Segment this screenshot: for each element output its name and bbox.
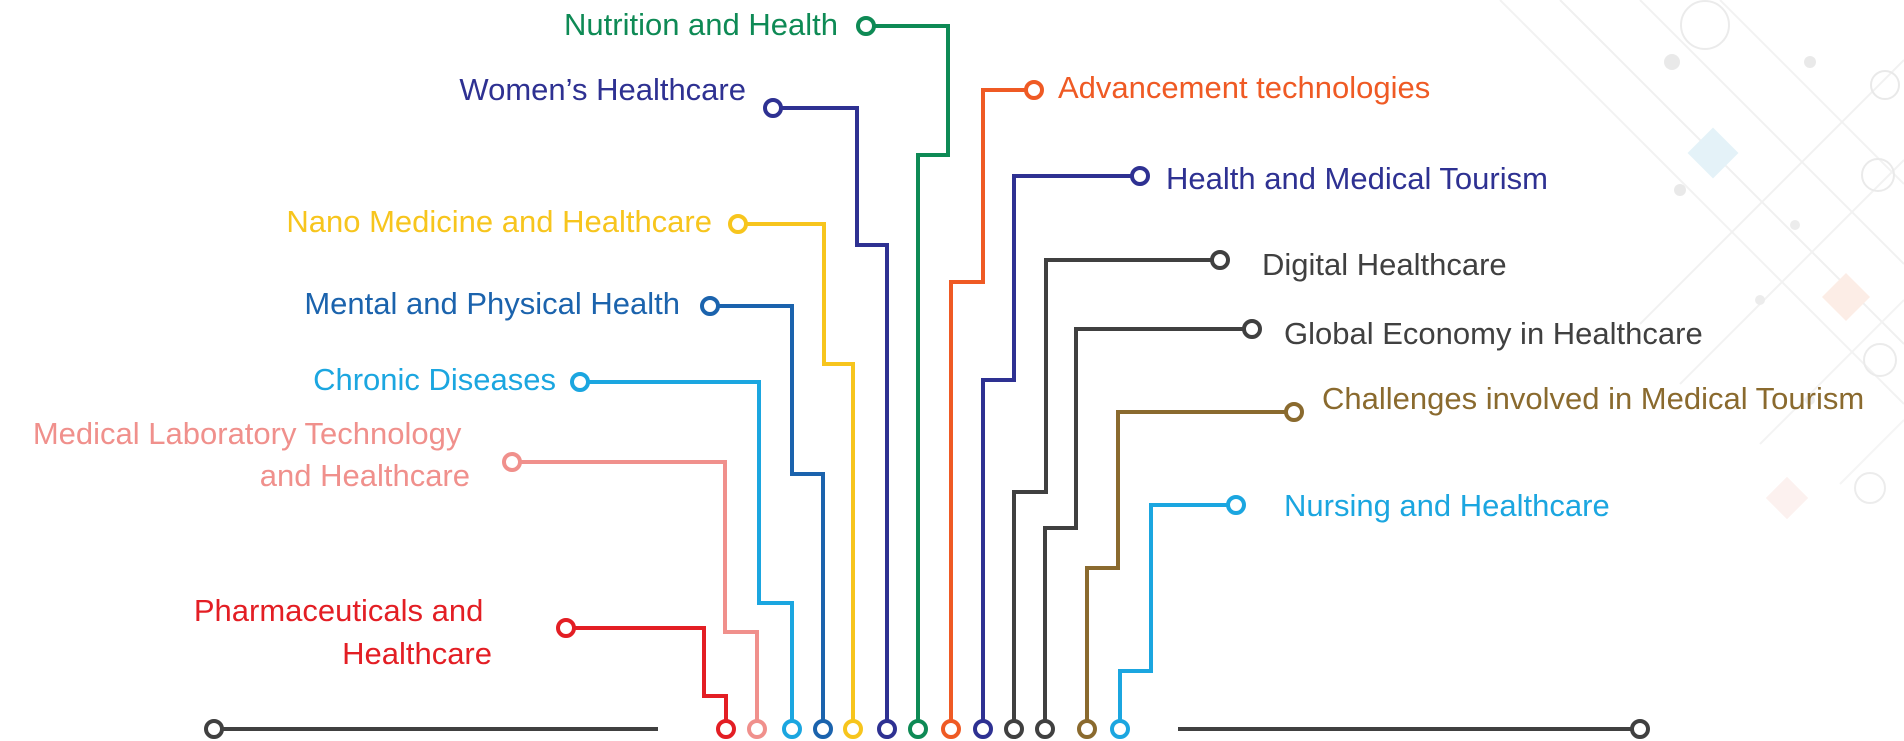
label-economy: Global Economy in Healthcare xyxy=(1284,316,1703,351)
label-nursing: Nursing and Healthcare xyxy=(1284,488,1610,523)
circuit-background-pattern xyxy=(1499,0,1904,520)
wire-chronic xyxy=(580,380,794,726)
node-pharma-top xyxy=(556,618,576,638)
wire-pharma xyxy=(566,626,728,726)
wire-challenges xyxy=(1085,410,1294,726)
node-economy-top xyxy=(1242,319,1262,339)
node-tourism-top xyxy=(1130,166,1150,186)
label-medlab-line-2: and Healthcare xyxy=(260,458,470,493)
wire-nano xyxy=(738,222,855,726)
label-nano: Nano Medicine and Healthcare xyxy=(286,204,712,239)
label-challenges: Challenges involved in Medical Tourism xyxy=(1322,381,1864,416)
wire-mental xyxy=(710,304,825,726)
node-challenges-top xyxy=(1284,402,1304,422)
label-digital: Digital Healthcare xyxy=(1262,247,1507,282)
node-nano-bottom xyxy=(843,719,863,739)
label-pharma: Pharmaceuticals and Healthcare xyxy=(194,593,492,671)
label-mental: Mental and Physical Health xyxy=(304,286,680,321)
wire-women xyxy=(773,106,889,726)
node-mental-top xyxy=(700,296,720,316)
label-nutrition: Nutrition and Health xyxy=(564,7,838,42)
wire-digital xyxy=(1012,258,1220,726)
node-pharma-bottom xyxy=(716,719,736,739)
endpoint-nodes xyxy=(502,16,1304,739)
wire-economy xyxy=(1043,327,1252,726)
node-nutrition-top xyxy=(856,16,876,36)
node-chronic-top xyxy=(570,372,590,392)
node-digital-top xyxy=(1210,250,1230,270)
base-right-node xyxy=(1630,719,1650,739)
node-mental-bottom xyxy=(813,719,833,739)
node-nutrition-bottom xyxy=(908,719,928,739)
node-advancement-top xyxy=(1024,80,1044,100)
wire-advancement xyxy=(949,88,1034,726)
base-line-right xyxy=(1178,719,1650,739)
wire-tourism xyxy=(981,174,1140,726)
node-nano-top xyxy=(728,214,748,234)
node-chronic-bottom xyxy=(782,719,802,739)
node-nursing-top xyxy=(1226,495,1246,515)
label-women: Women’s Healthcare xyxy=(459,72,746,107)
connector-wires xyxy=(512,24,1294,726)
node-advancement-bottom xyxy=(941,719,961,739)
node-nursing-bottom xyxy=(1110,719,1130,739)
node-digital-bottom xyxy=(1004,719,1024,739)
label-tourism: Health and Medical Tourism xyxy=(1166,161,1548,196)
label-pharma-line-1: Pharmaceuticals and xyxy=(194,593,484,628)
wire-nursing xyxy=(1118,503,1236,726)
base-left-node xyxy=(204,719,224,739)
node-tourism-bottom xyxy=(973,719,993,739)
label-medlab-line-1: Medical Laboratory Technology xyxy=(33,416,462,451)
node-medlab-bottom xyxy=(747,719,767,739)
label-advancement: Advancement technologies xyxy=(1058,70,1430,105)
label-pharma-line-2: Healthcare xyxy=(342,636,492,671)
wire-nutrition xyxy=(866,24,950,726)
topic-labels: Pharmaceuticals and Healthcare Medical L… xyxy=(33,7,1864,671)
wire-medlab xyxy=(512,460,759,726)
label-chronic: Chronic Diseases xyxy=(313,362,556,397)
base-line-left xyxy=(204,719,658,739)
node-economy-bottom xyxy=(1035,719,1055,739)
node-medlab-top xyxy=(502,452,522,472)
label-medlab: Medical Laboratory Technology and Health… xyxy=(33,416,470,493)
node-women-top xyxy=(763,98,783,118)
node-challenges-bottom xyxy=(1077,719,1097,739)
node-women-bottom xyxy=(877,719,897,739)
